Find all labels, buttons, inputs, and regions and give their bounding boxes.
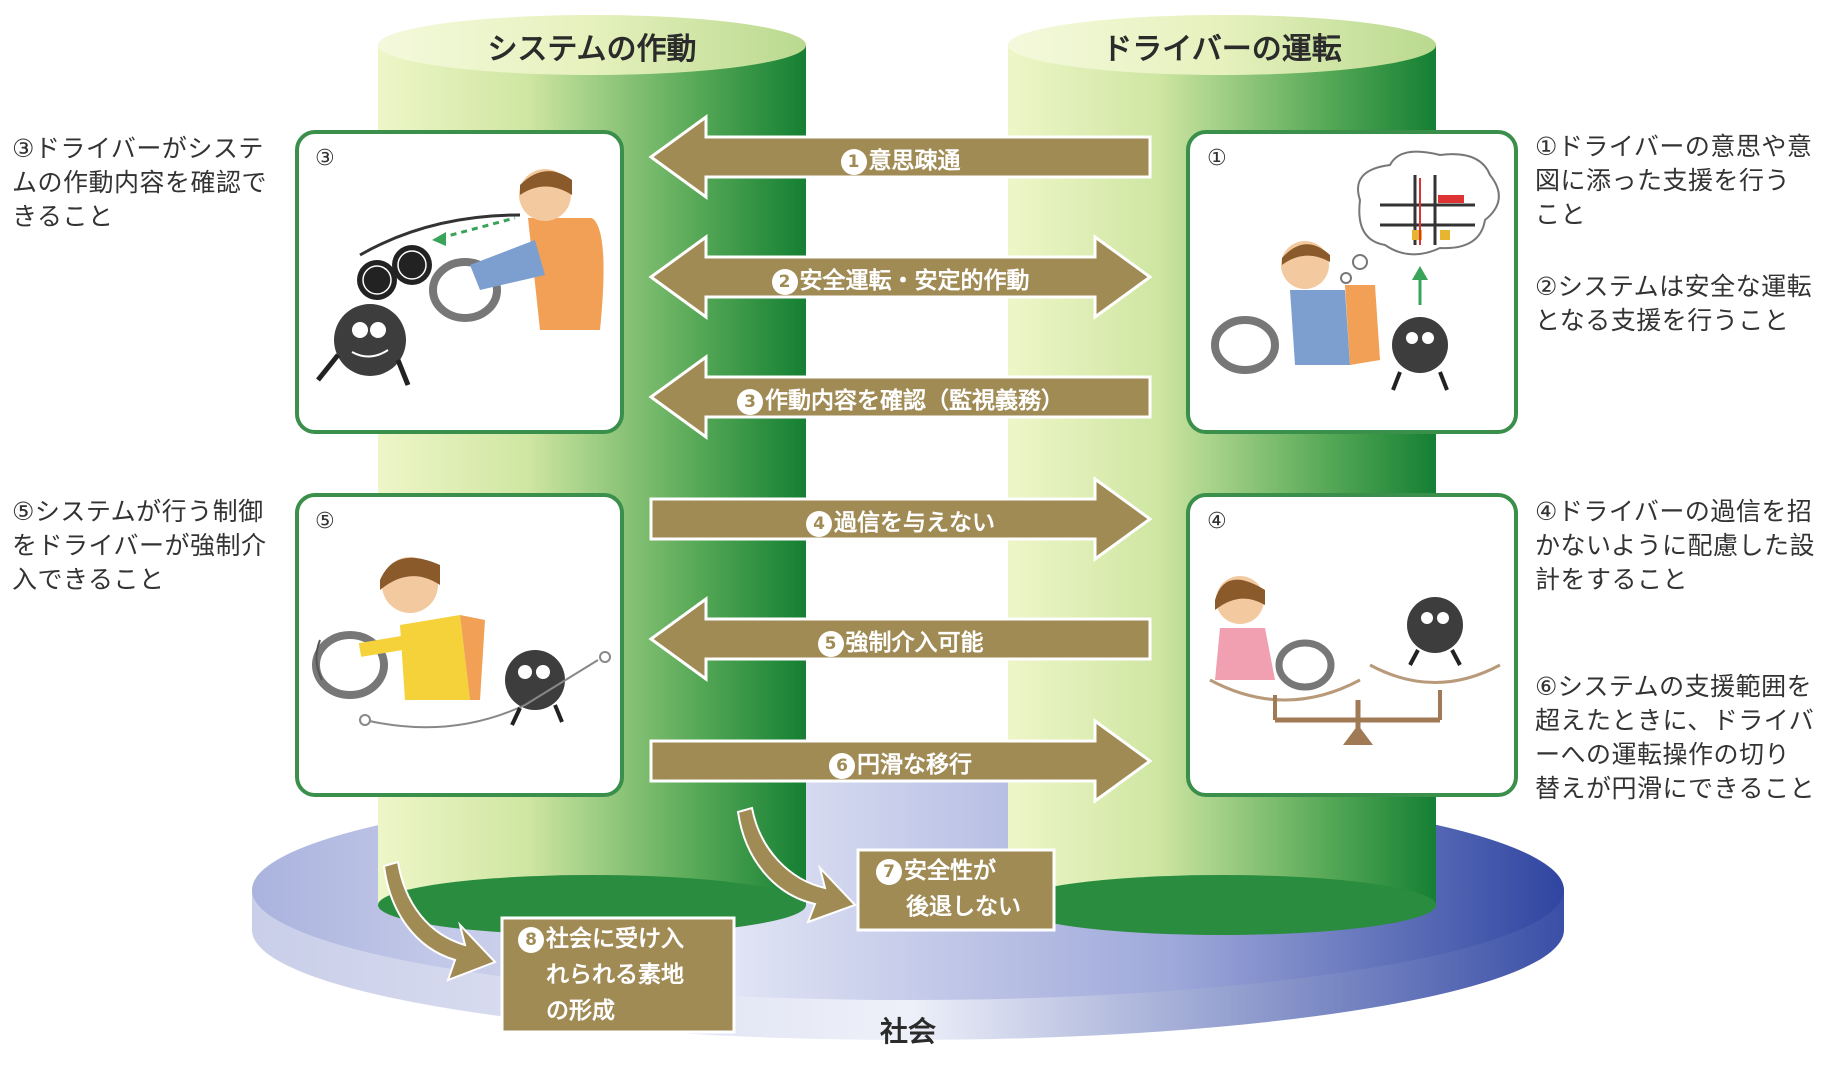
curved-arrow-8 [382,860,497,982]
box-7-line-1-text: 安全性が [904,858,996,884]
box-8-line-3: の形成 [546,998,615,1024]
panel-3-illustration [316,169,604,386]
panel-4-illustration [1209,576,1501,745]
arrow-6-number: 6 [829,753,855,779]
arrow-1-number: 1 [840,149,867,175]
arrow-4-text: 過信を与えない [834,510,995,536]
driver-pillar-title: ドライバーの運転 [1102,32,1342,67]
left-label-5: ⑤システムが行う制御をドライバーが強制介入できること [12,497,267,594]
box-8-number: 8 [518,927,544,953]
arrow-2-number: 2 [771,269,798,295]
box-7-line-2: 後退しない [906,894,1021,920]
arrow-4 [649,476,1153,562]
panel-5-illustration [312,557,611,729]
arrow-1 [648,114,1152,200]
right-label-4: ④ドライバーの過信を招かないように配慮した設計をすること [1535,497,1816,594]
arrow-2-text: 安全運転・安定的作動 [799,268,1030,294]
arrow-6 [649,718,1153,804]
box-8-line-1-text: 社会に受け入 [546,926,684,952]
arrow-2 [648,234,1153,320]
arrow-6-text: 円滑な移行 [857,752,972,778]
arrow-5-number: 5 [817,631,844,657]
panel-5-number: ⑤ [315,509,335,534]
arrow-4-number: 4 [806,511,832,537]
curved-arrow-7 [736,806,857,924]
system-pillar-title: システムの作動 [487,32,697,67]
arrow-3-text: 作動内容を確認（監視義務） [765,388,1064,414]
box-7-number: 7 [876,859,902,885]
box-8-line-2: れられる素地 [546,962,684,988]
arrow-3-number: 3 [737,389,763,415]
arrow-1-text: 意思疎通 [868,148,961,174]
right-label-2: ②システムは安全な運転となる支援を行うこと [1535,272,1813,335]
right-label-1: ①ドライバーの意思や意図に添った支援を行うこと [1535,132,1813,229]
left-label-3: ③ドライバーがシステムの作動内容を確認できること [12,134,268,231]
right-label-6: ⑥システムの支援範囲を超えたときに、ドライバーへの運転操作の切り替えが円滑にでき… [1535,672,1816,803]
panel-3-number: ③ [315,146,335,171]
arrow-5-text: 強制介入可能 [845,630,984,656]
arrow-5 [648,596,1152,682]
society-label: 社会 [880,1015,937,1048]
panel-1-illustration [1211,150,1500,391]
panel-1-number: ① [1207,146,1227,171]
panel-4-number: ④ [1207,509,1227,534]
arrow-3 [648,354,1152,440]
